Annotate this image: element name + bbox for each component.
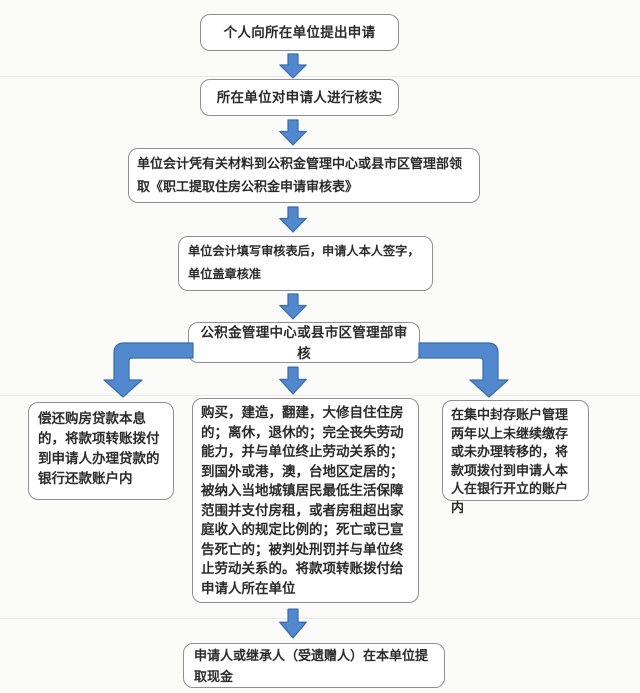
- node-collect-form-label: 单位会计凭有关材料到公积金管理中心或县市区管理部领取《职工提取住房公积金申请审核…: [137, 156, 463, 194]
- node-cash-withdrawal: 申请人或继承人（受遗赠人）在本单位提取现金: [183, 643, 445, 688]
- arrow-down-icon: [279, 608, 307, 639]
- arrow-down-icon: [279, 293, 307, 320]
- node-collect-form: 单位会计凭有关材料到公积金管理中心或县市区管理部领取《职工提取住房公积金申请审核…: [128, 148, 480, 203]
- node-loan-repayment: 偿还购房贷款本息的，将款项转账拨付到申请人办理贷款的银行还款账户内: [28, 402, 174, 500]
- scan-artifact-line: [0, 76, 640, 77]
- elbow-arrow-left-icon: [103, 342, 194, 398]
- arrow-down-icon: [279, 53, 307, 79]
- node-fill-sign-label: 单位会计填写审核表后，申请人本人签字，单位盖章核准: [188, 244, 420, 281]
- node-cash-withdrawal-label: 申请人或继承人（受遗赠人）在本单位提取现金: [194, 648, 429, 684]
- arrow-down-icon: [279, 206, 307, 233]
- node-sealed-account: 在集中封存账户管理两年以上未继续缴存或未办理转移的，将款项拨付到申请人本人在银行…: [442, 400, 589, 515]
- node-apply-label: 个人向所在单位提出申请: [223, 25, 376, 40]
- node-review: 公积金管理中心或县市区管理部审核: [188, 322, 420, 363]
- elbow-arrow-right-icon: [418, 342, 509, 398]
- arrow-down-icon: [279, 366, 307, 395]
- arrow-down-icon: [279, 119, 307, 146]
- node-loan-repayment-label: 偿还购房贷款本息的，将款项转账拨付到申请人办理贷款的银行还款账户内: [38, 411, 160, 486]
- node-apply: 个人向所在单位提出申请: [200, 14, 399, 51]
- scan-artifact-line: [0, 618, 640, 619]
- node-verify: 所在单位对申请人进行核实: [200, 79, 399, 116]
- node-sealed-account-label: 在集中封存账户管理两年以上未继续缴存或未办理转移的，将款项拨付到申请人本人在银行…: [451, 407, 569, 515]
- node-withdraw-conditions: 购买，建造，翻建，大修自住住房的；离休，退休的；完全丧失劳动能力，并与单位终止劳…: [192, 398, 419, 603]
- node-review-label: 公积金管理中心或县市区管理部审核: [200, 324, 408, 361]
- node-verify-label: 所在单位对申请人进行核实: [216, 90, 383, 105]
- node-fill-sign: 单位会计填写审核表后，申请人本人签字，单位盖章核准: [178, 236, 433, 291]
- scan-artifact-line: [0, 395, 640, 396]
- node-withdraw-conditions-label: 购买，建造，翻建，大修自住住房的；离休，退休的；完全丧失劳动能力，并与单位终止劳…: [201, 405, 404, 596]
